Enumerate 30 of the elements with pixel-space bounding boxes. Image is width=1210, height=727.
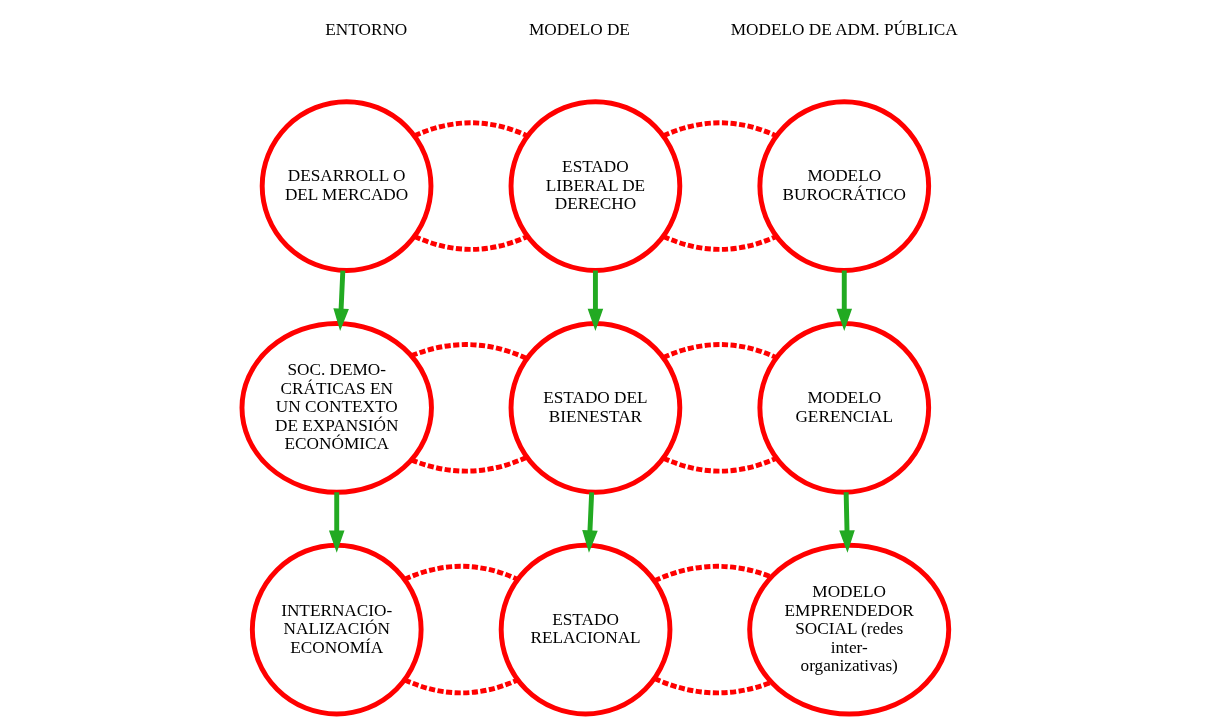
node-ellipse: MODELO EMPRENDEDOR SOCIAL (redes inter- organizativas) [747,542,952,717]
arrow [333,270,349,331]
node-circle: ESTADO RELACIONAL [498,542,673,717]
node-circle: MODELO BUROCRÁTICO [757,99,932,273]
connector [403,677,519,696]
node-circle: DESARROLL O DEL MERCADO [259,99,434,273]
connector [403,563,519,582]
connector [662,120,778,139]
label: MODELO DE ADM. PÚBLICA [730,20,958,40]
connector [662,455,778,474]
connector [413,120,529,139]
arrow [582,492,598,553]
arrow [587,270,604,331]
connector [410,454,528,474]
arrow [839,492,855,553]
node-circle: MODELO GERENCIAL [757,321,932,495]
connector [410,342,528,361]
node-circle: ESTADO DEL BIENESTAR [508,321,683,495]
arrow [836,270,853,331]
label: ENTORNO [325,20,408,40]
label: MODELO DE [528,20,630,40]
connector [653,563,773,583]
connector [653,676,773,696]
node-circle: ESTADO LIBERAL DE DERECHO [508,99,683,273]
connector [413,234,529,252]
arrow [328,492,345,553]
connector [662,234,778,252]
node-ellipse: SOC. DEMO- CRÁTICAS EN UN CONTEXTO DE EXPANSIÓN ECONÓMICA [239,321,434,495]
node-circle: INTERNACIO- NALIZACIÓN ECONOMÍA [249,542,424,717]
connector [662,342,778,360]
